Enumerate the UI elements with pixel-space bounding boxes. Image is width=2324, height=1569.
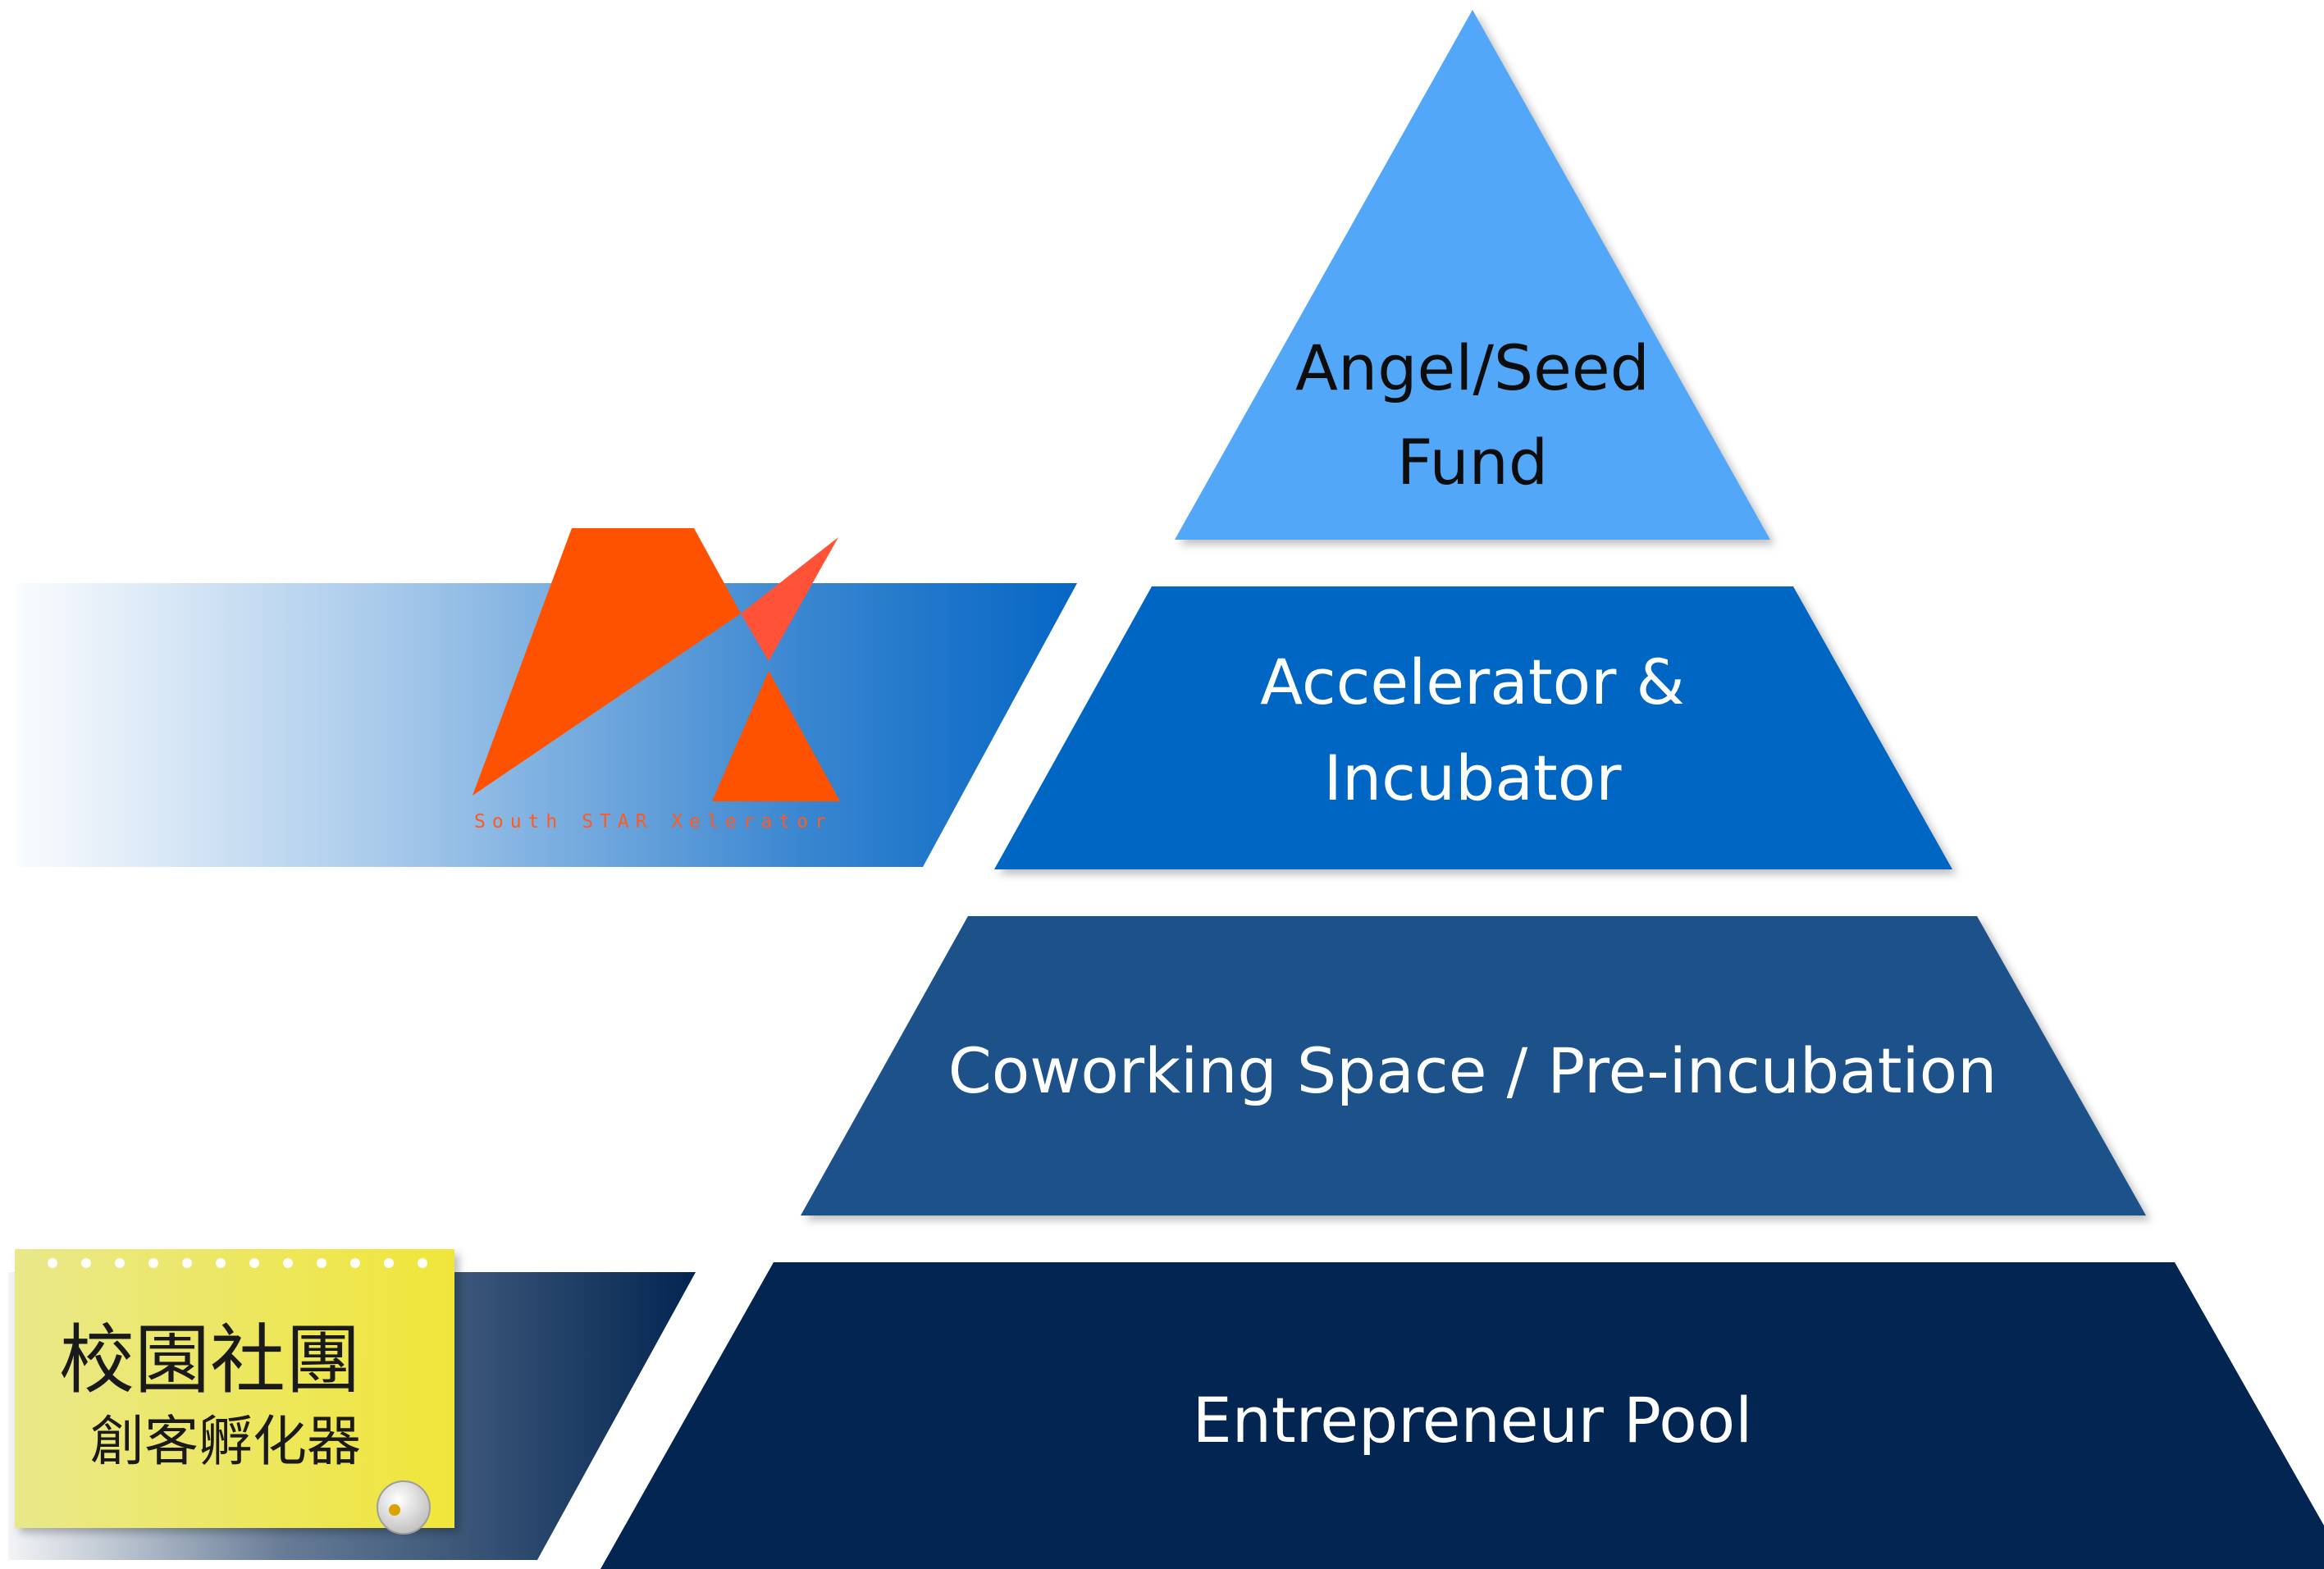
sticky-note-perforation	[48, 1258, 427, 1268]
sticky-note-line1: 校園社團	[59, 1316, 361, 1404]
tier-coworking	[801, 916, 2146, 1216]
sticky-note: 校園社團 創客孵化器	[15, 1249, 454, 1535]
tier-angel-seed-label-line1: Angel/Seed	[1295, 331, 1650, 404]
sticky-note-paper	[15, 1249, 454, 1528]
pin-icon	[377, 1480, 431, 1535]
logo-left-shape	[473, 528, 741, 796]
south-star-xelerator-logo: South STAR Xelerator	[473, 528, 840, 832]
tier-accelerator	[994, 586, 1952, 869]
logo-bottom-shape	[712, 671, 840, 801]
tier-accelerator-label-line2: Incubator	[1324, 741, 1623, 814]
tier-accelerator-label-line1: Accelerator &	[1260, 645, 1685, 718]
tier-entrepreneur-pool-label: Entrepreneur Pool	[1193, 1384, 1753, 1457]
tier-angel-seed	[1175, 10, 1770, 540]
logo-caption: South STAR Xelerator	[474, 811, 833, 832]
tier-entrepreneur-pool	[600, 1262, 2324, 1569]
logo-top-right-shape	[741, 537, 838, 661]
sticky-note-line2: 創客孵化器	[90, 1410, 361, 1473]
tier-angel-seed-label-line2: Fund	[1397, 426, 1548, 499]
tier-coworking-label: Coworking Space / Pre-incubation	[948, 1034, 1998, 1107]
